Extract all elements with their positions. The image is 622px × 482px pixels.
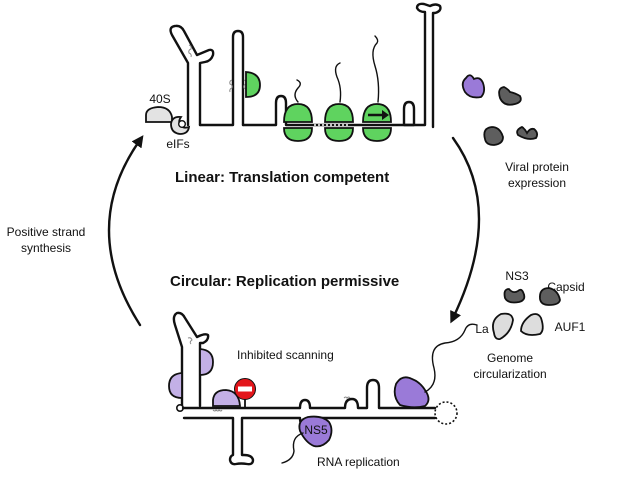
nascent-peptide	[372, 35, 380, 103]
40s-label: 40S	[149, 92, 170, 106]
inhibited-scanning-label: Inhibited scanning	[237, 348, 334, 362]
40s-subunit	[145, 106, 173, 123]
ns5-tail	[281, 432, 304, 464]
rna-top-strand	[181, 378, 437, 410]
capsid-protein-icon	[539, 287, 561, 306]
auf1-label: AUF1	[555, 320, 586, 334]
arrowhead-icon	[382, 110, 389, 120]
ns3-label: NS3	[505, 269, 529, 283]
nascent-peptide	[334, 62, 342, 103]
ribosome-large-subunit	[283, 103, 313, 123]
ns3-protein-icon	[503, 288, 526, 304]
rna-stem-loop-b	[198, 29, 245, 127]
linear-genome: 40S eIFs	[145, 2, 442, 151]
arrow-viral-protein-expression	[450, 136, 481, 324]
no-entry-sign-icon	[234, 378, 256, 400]
ns3-protein-icon	[483, 126, 504, 146]
3prime-dotted-loop	[434, 401, 458, 425]
blocked-40s-half-icon	[199, 348, 214, 376]
viral-protein-tail	[424, 323, 478, 393]
auf1-protein-icon	[520, 313, 544, 336]
circular-state-title: Circular: Replication permissive	[170, 273, 399, 290]
translating-ribosome-1	[283, 79, 313, 142]
ribosome-large-subunit	[362, 103, 392, 123]
rna-3prime-region	[402, 2, 442, 129]
ribosome-small-subunit	[362, 127, 392, 142]
ribosome-small-subunit	[283, 127, 313, 142]
capsid-protein-icon	[498, 86, 522, 106]
positive-strand-label-1: Positive strand	[7, 225, 86, 239]
positive-strand-label-2: synthesis	[21, 241, 71, 255]
arrow-positive-strand-synthesis	[107, 135, 144, 327]
ns5-polymerase-icon	[298, 415, 333, 448]
ns3-protein-icon	[516, 125, 539, 140]
viral-protein-3prime-icon	[393, 376, 430, 409]
ribosome-half-on-stem	[245, 71, 261, 98]
rna-5prime-stem-loop-a	[169, 24, 215, 127]
ribosome-small-subunit	[324, 127, 354, 142]
rna-coding-region	[241, 94, 416, 127]
viral-protein-cluster	[461, 74, 539, 146]
la-label: La	[475, 322, 489, 336]
rna-replication-label: RNA replication	[317, 455, 400, 469]
eifs-label: eIFs	[166, 137, 189, 151]
capsid-label: Capsid	[547, 280, 584, 294]
cyclization-sequence-mark	[187, 337, 351, 412]
circular-genome: NS5 Inhibited scanning RNA replication	[168, 311, 478, 469]
viral-protein-expression-label-1: Viral protein	[505, 160, 569, 174]
eifs-complex	[170, 115, 191, 135]
genome-circularization-label-1: Genome	[487, 351, 533, 365]
blocked-scanning-complex-icon	[212, 389, 241, 407]
ns5-protein-icon	[461, 74, 486, 99]
nascent-peptide	[294, 79, 301, 103]
la-protein-icon	[492, 312, 514, 341]
rna-5prime-stem-loop-a	[172, 311, 210, 408]
translating-ribosome-3	[362, 35, 392, 142]
genome-circularization-label-2: circularization	[473, 367, 546, 381]
translating-ribosome-2	[324, 62, 354, 142]
blocked-40s-half-icon	[168, 372, 183, 399]
ribosome-large-subunit	[324, 103, 354, 123]
ns5-label: NS5	[304, 423, 328, 437]
linear-state-title: Linear: Translation competent	[175, 169, 389, 186]
viral-protein-expression-label-2: expression	[508, 176, 566, 190]
cyclization-sequence-mark	[188, 44, 247, 93]
